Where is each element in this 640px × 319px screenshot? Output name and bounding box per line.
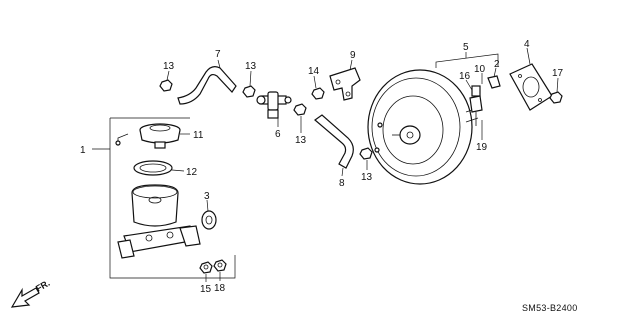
- leader-13-mid: [249, 70, 252, 87]
- leader-2: [493, 67, 497, 78]
- nut-18: [213, 259, 227, 272]
- nut-14: [311, 87, 325, 100]
- callout-1: 1: [80, 145, 86, 156]
- callout-4: 4: [524, 39, 530, 50]
- bracket-9: [329, 67, 361, 101]
- nut-13-left: [159, 79, 173, 92]
- brake-booster: [367, 69, 479, 185]
- leader-7: [217, 59, 221, 69]
- callout-5: 5: [463, 42, 469, 53]
- callout-6: 6: [275, 129, 281, 140]
- callout-12: 12: [186, 167, 198, 178]
- callout-3: 3: [204, 191, 210, 202]
- leader-17: [556, 77, 559, 93]
- callout-18: 18: [214, 283, 226, 294]
- vacuum-hose-7: [177, 66, 237, 105]
- reservoir-seal: [133, 160, 173, 176]
- leader-12: [171, 169, 185, 172]
- leader-4: [526, 47, 531, 65]
- gasket-4: [509, 63, 553, 111]
- nut-13-right: [359, 147, 373, 160]
- master-cylinder: [117, 184, 201, 259]
- callout-13-left: 13: [163, 61, 175, 72]
- callout-16: 16: [459, 71, 471, 82]
- callout-13-right: 13: [361, 172, 373, 183]
- leader-8: [341, 167, 344, 177]
- callout-13-mid: 13: [245, 61, 257, 72]
- callout-14: 14: [308, 66, 320, 77]
- seal-3: [201, 210, 217, 230]
- callout-10: 10: [474, 64, 486, 75]
- diagram-code: SM53-B2400: [522, 303, 578, 313]
- clevis-19: [469, 95, 483, 126]
- callout-13-lower: 13: [295, 135, 307, 146]
- clip-2: [487, 75, 501, 89]
- leader-9: [349, 59, 353, 71]
- vacuum-hose-8: [314, 114, 354, 169]
- callout-11: 11: [193, 130, 204, 141]
- pin-16: [471, 85, 481, 97]
- check-valve-6: [256, 91, 292, 119]
- leader-16: [465, 79, 473, 91]
- group-bracket-1: [109, 118, 236, 279]
- nut-15: [199, 261, 213, 274]
- reservoir-cap: [115, 123, 181, 149]
- leader-13-left: [166, 70, 170, 81]
- front-direction-arrow: FR.: [10, 278, 52, 308]
- callout-15: 15: [200, 284, 212, 295]
- nut-17: [549, 91, 563, 104]
- direction-label: FR.: [34, 278, 52, 294]
- group-bracket-5: [435, 53, 499, 68]
- callout-17: 17: [552, 68, 564, 79]
- callout-7: 7: [215, 49, 221, 60]
- nut-13-lower: [293, 103, 307, 116]
- leader-14: [313, 75, 317, 89]
- callout-2: 2: [494, 59, 500, 70]
- callout-19: 19: [476, 142, 488, 153]
- callout-9: 9: [350, 50, 356, 61]
- nut-13-mid: [242, 85, 256, 98]
- leader-3: [206, 199, 209, 212]
- callout-8: 8: [339, 178, 345, 189]
